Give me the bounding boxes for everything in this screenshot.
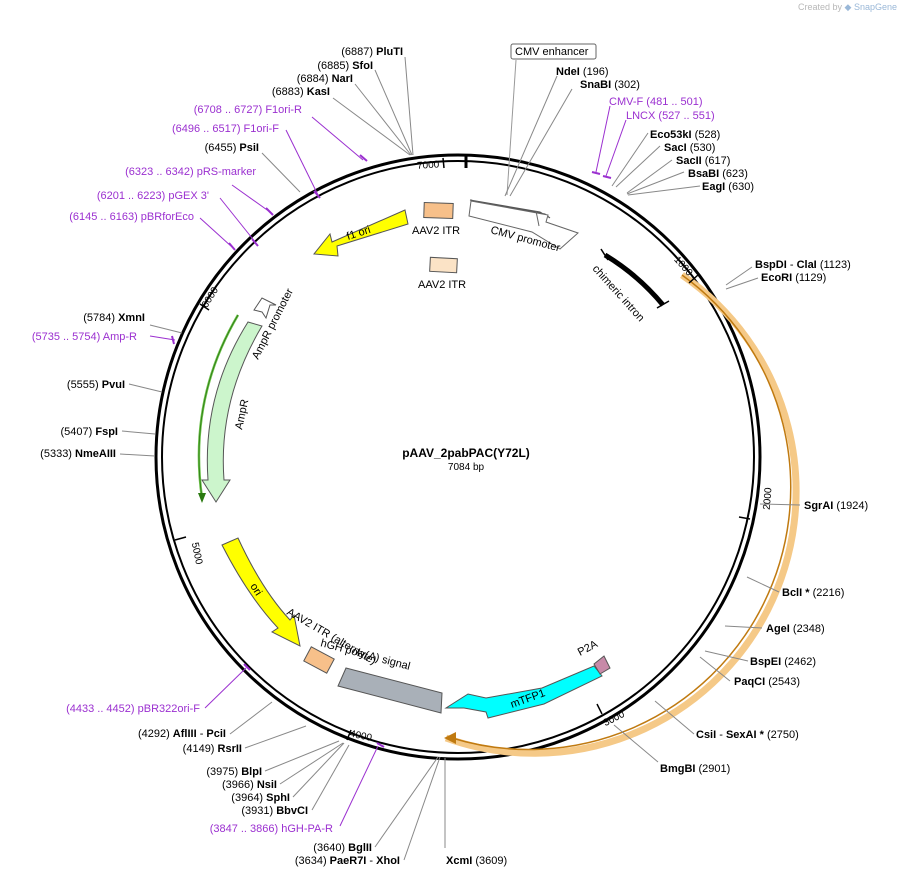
site-bspei: BspEI (2462) [750, 656, 816, 668]
orf-highlight [444, 272, 800, 757]
feature-label-p2a: P2A [576, 638, 601, 659]
site-sphi: (3964) SphI [231, 792, 290, 804]
site-eco53ki: Eco53kI (528) [650, 129, 720, 141]
site-ecori: EcoRI (1129) [761, 272, 826, 284]
site-bsabi: BsaBI (623) [688, 168, 748, 180]
feature-aav2-itr-2 [429, 256, 458, 274]
site-sgrai: SgrAI (1924) [804, 500, 868, 512]
feature-label-f1-ori: f1 ori [345, 224, 372, 243]
feature-label-ampr: AmpR [233, 398, 251, 430]
tick-mark-2000 [738, 516, 751, 520]
primer-lines [149, 105, 627, 827]
primer-f1ori-r: (6708 .. 6727) F1ori-R [194, 104, 302, 116]
orf-arrowhead [444, 732, 456, 744]
ampr-green-track-dark [198, 314, 239, 499]
site-fspi: (5407) FspI [61, 426, 118, 438]
feature-cmv-arrow [468, 200, 579, 250]
site-agei: AgeI (2348) [766, 623, 825, 635]
site-saci: SacI (530) [664, 142, 715, 154]
site-csii: CsiI - SexAI * (2750) [696, 729, 799, 741]
primer-cmv-f: CMV-F (481 .. 501) [609, 96, 703, 108]
feature-aav2-itr-1 [423, 201, 454, 220]
plasmid-name: pAAV_2pabPAC(Y72L) [402, 446, 530, 460]
tick-marks [174, 154, 751, 741]
primer-f1ori-f: (6496 .. 6517) F1ori-F [172, 123, 279, 135]
site-paer7i: (3634) PaeR7I - XhoI [295, 855, 400, 867]
feature-chimeric-intron [603, 252, 665, 307]
tick-mark-7000 [442, 157, 445, 169]
orf-arrow [451, 274, 792, 751]
feature-hgh-polya [337, 667, 443, 714]
feature-aav2-itr-alt [303, 646, 335, 674]
tick-mark-4000 [346, 729, 352, 741]
tick-label-6000: 6000 [200, 285, 221, 310]
backbone-outer [154, 153, 762, 761]
feature-cmv-promoter [469, 199, 551, 219]
site-xmni: (5784) XmnI [83, 312, 145, 324]
tick-label-4000: 4000 [349, 729, 373, 744]
feature-label-hgh-polya: hGH poly(A) signal [319, 637, 411, 672]
feature-label-aav2-itr-1: AAV2 ITR [412, 225, 460, 237]
feature-label-aav2-itr-2: AAV2 ITR [418, 279, 466, 291]
site-kasi: (6883) KasI [272, 86, 330, 98]
snapgene-watermark: Created by ◆ SnapGene [797, 2, 897, 12]
primer-lncx: LNCX (527 .. 551) [626, 110, 715, 122]
site-nari: (6884) NarI [297, 73, 353, 85]
site-pvui: (5555) PvuI [67, 379, 125, 391]
feature-ampr-promoter [253, 297, 277, 320]
site-rsrii: (4149) RsrII [183, 743, 242, 755]
site-psii: (6455) PsiI [205, 142, 259, 154]
site-xcmi: XcmI (3609) [446, 855, 507, 867]
primer-pbrforeco: (6145 .. 6163) pBRforEco [69, 211, 194, 223]
site-afliii: (4292) AflIII - PciI [138, 728, 226, 740]
feature-mtfp1 [444, 665, 603, 719]
site-sfoi: (6885) SfoI [317, 60, 373, 72]
cmv-enhancer-box: CMV enhancer [506, 43, 597, 196]
site-bbvci: (3931) BbvCI [241, 805, 308, 817]
tick-mark-5000 [174, 536, 187, 541]
site-eagi: EagI (630) [702, 181, 754, 193]
feature-cmv-divider [535, 210, 540, 227]
site-paqci: PaqCI (2543) [734, 676, 800, 688]
site-nmeaiii: (5333) NmeAIII [40, 448, 116, 460]
site-bglii: (3640) BglII [313, 842, 372, 854]
tick-label-7000: 7000 [417, 159, 440, 172]
site-snabi: SnaBI (302) [580, 79, 640, 91]
site-pluti: (6887) PluTI [341, 46, 403, 58]
tick-label-2000: 2000 [762, 487, 775, 511]
tick-label-5000: 5000 [189, 541, 204, 565]
tick-mark-6000 [199, 303, 210, 311]
feature-label-chimeric-intron: chimeric intron [590, 263, 647, 324]
tick-mark-1000 [688, 274, 699, 284]
feature-label-ori: ori [247, 581, 264, 598]
primer-pgex-3: (6201 .. 6223) pGEX 3' [97, 190, 209, 202]
feature-f1-ori [313, 209, 409, 257]
feature-ampr [201, 321, 263, 503]
feature-label-ampr-promoter: AmpR promoter [250, 286, 296, 361]
feature-ori [221, 537, 301, 647]
site-sacii: SacII (617) [676, 155, 730, 167]
primer-prs-marker: (6323 .. 6342) pRS-marker [125, 166, 256, 178]
site-blpi: (3975) BlpI [206, 766, 262, 778]
site-ndei: NdeI (196) [556, 66, 609, 78]
feature-p2a [593, 655, 611, 675]
site-bmgbi: BmgBI (2901) [660, 763, 730, 775]
backbone-inner [161, 160, 755, 754]
site-nsii: (3966) NsiI [222, 779, 277, 791]
feature-label-cmv-enhancer: CMV enhancer [515, 46, 589, 58]
site-bspdi: BspDI - ClaI (1123) [755, 259, 851, 271]
primer-pbr322ori-f: (4433 .. 4452) pBR322ori-F [66, 703, 200, 715]
primer-amp-r: (5735 .. 5754) Amp-R [32, 331, 137, 343]
plasmid-size: 7084 bp [448, 462, 485, 473]
ampr-green-arrowhead [198, 493, 206, 503]
intron-end-b [656, 300, 670, 309]
intron-end-a [600, 248, 609, 261]
tick-mark-3000 [596, 703, 603, 715]
site-bcli: BclI * (2216) [782, 587, 844, 599]
primer-hgh-pa-r: (3847 .. 3866) hGH-PA-R [210, 823, 333, 835]
site-lines [119, 56, 801, 861]
